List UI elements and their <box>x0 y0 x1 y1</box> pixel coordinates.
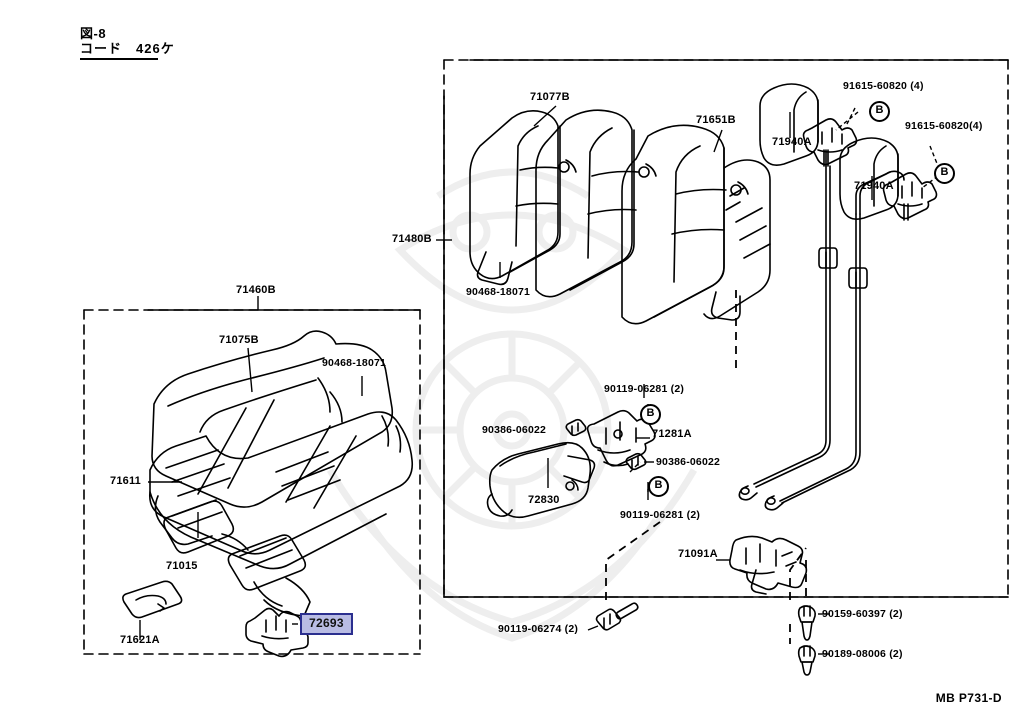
label-90386-06022-upper: 90386-06022 <box>482 424 547 436</box>
label-90189-08006: 90189-08006 (2) <box>822 648 903 660</box>
label-90119-06274: 90119-06274 (2) <box>498 623 579 635</box>
label-90468-18071-right: 90468-18071 <box>466 286 531 298</box>
bolt-marker-b-4: B <box>648 476 669 497</box>
bolt-90189-08006 <box>797 645 816 676</box>
bottom-fasteners <box>595 602 816 676</box>
assembly-routes <box>605 290 807 644</box>
label-90159-60397: 90159-60397 (2) <box>822 608 903 620</box>
bolt-marker-b-3: B <box>640 404 661 425</box>
headrest-right <box>839 137 938 221</box>
hinge-bracket <box>729 535 808 595</box>
right-panel-border <box>443 59 1009 598</box>
label-90386-06022-lower: 90386-06022 <box>656 456 721 468</box>
code-count-label: コード 426ケ <box>80 41 175 56</box>
label-left-assembly: 71460B <box>236 284 276 296</box>
label-91615-60820-2: 91615-60820(4) <box>905 120 983 132</box>
figure-number: 図-8 <box>80 26 107 41</box>
nut-lower <box>625 452 647 471</box>
label-90468-18071-left: 90468-18071 <box>322 357 387 369</box>
diagram-header: 図-8 コード 426ケ <box>80 26 175 60</box>
armrest <box>486 441 596 519</box>
nut-upper <box>565 418 587 437</box>
label-71651B: 71651B <box>696 114 736 126</box>
label-91615-60820-1: 91615-60820 (4) <box>843 80 924 92</box>
label-71611: 71611 <box>110 475 141 487</box>
release-cables <box>738 149 905 511</box>
label-71621A: 71621A <box>120 634 160 646</box>
label-71075B: 71075B <box>219 334 259 346</box>
bolt-90119-06274 <box>595 602 639 631</box>
bolt-90159-60397 <box>797 605 816 641</box>
label-90119-06281-lower: 90119-06281 (2) <box>620 509 701 521</box>
highlighted-part-number[interactable]: 72693 <box>300 613 353 635</box>
label-71940A-2: 71940A <box>854 180 894 192</box>
label-90119-06281-upper: 90119-06281 (2) <box>604 383 685 395</box>
header-underline <box>80 58 158 60</box>
label-71077B: 71077B <box>530 91 570 103</box>
bolt-marker-b-1: B <box>869 101 890 122</box>
seat-back-assembly <box>469 83 938 595</box>
label-71940A-1: 71940A <box>772 136 812 148</box>
diagram-footer-code: MB P731-D <box>935 691 1002 705</box>
striker-bracket <box>586 409 656 467</box>
bolt-marker-b-2: B <box>934 163 955 184</box>
seat-cushion-assembly <box>122 330 414 658</box>
left-panel-border <box>83 309 421 655</box>
headrest-left <box>759 83 858 167</box>
label-71091A: 71091A <box>678 548 718 560</box>
label-71281A: 71281A <box>652 428 692 440</box>
label-71015: 71015 <box>166 560 198 572</box>
label-72830: 72830 <box>528 494 560 506</box>
leader-lines <box>139 105 939 655</box>
label-right-assembly: 71480B <box>392 233 432 245</box>
